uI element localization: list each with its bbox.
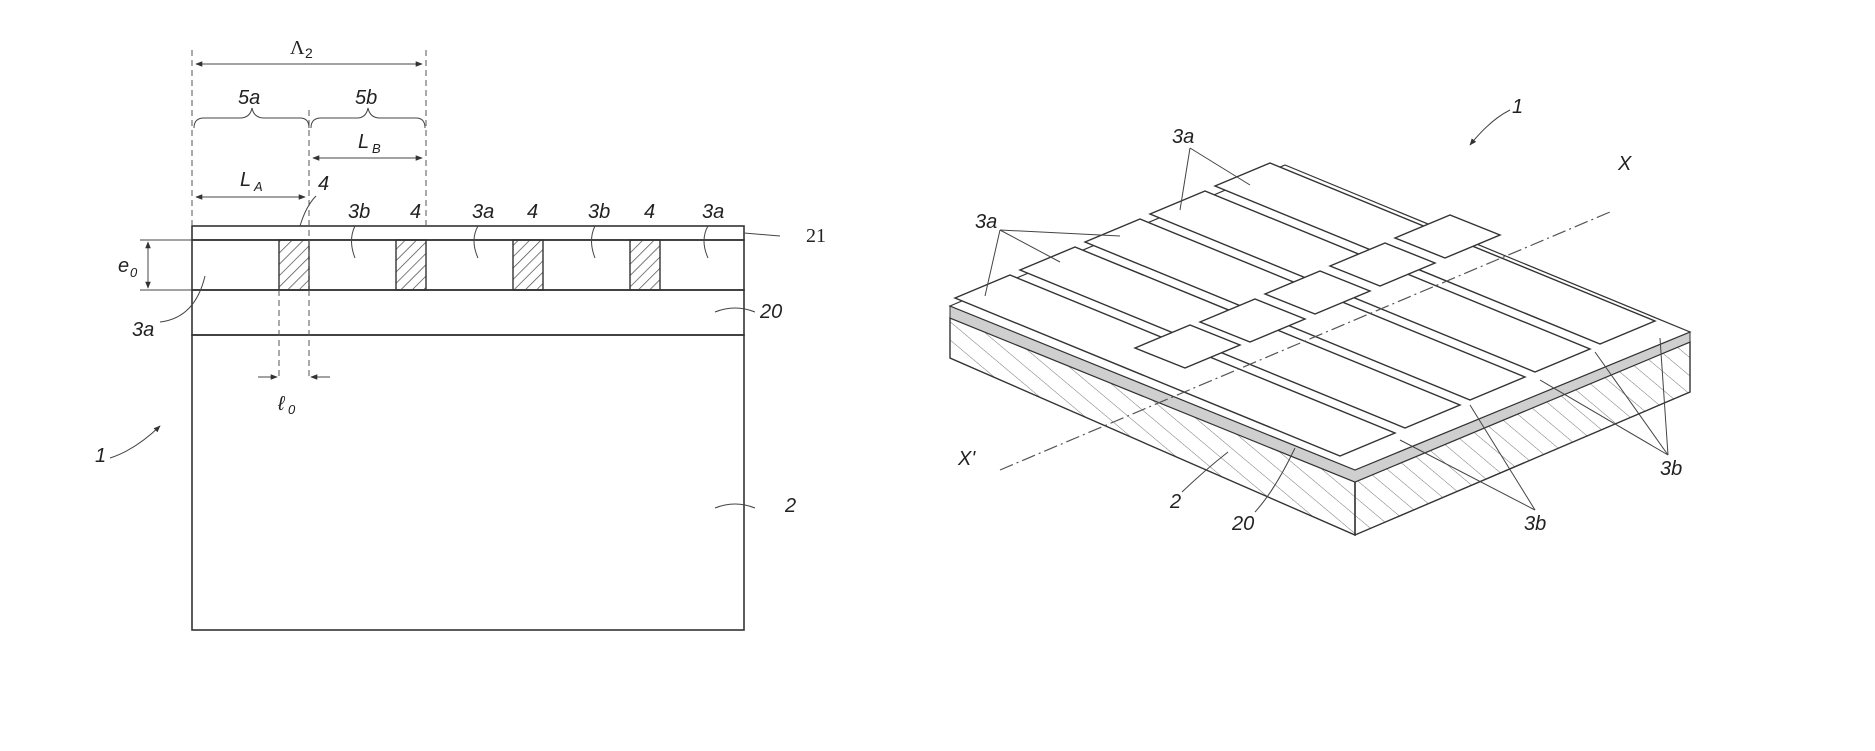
- e0-sub: 0: [130, 265, 138, 280]
- la-label: L: [240, 169, 251, 191]
- brace-5b: [311, 108, 425, 128]
- segment-5a-label: 5a: [238, 87, 260, 109]
- marker-4-label-a: 4: [318, 173, 329, 195]
- layer-20-band: [192, 290, 744, 335]
- strips-3a-left-label: 3a: [975, 211, 997, 233]
- right-perspective-view: X X' 1 3a 3a 3b 3b 2 20: [950, 96, 1690, 535]
- la-sub: A: [253, 179, 263, 194]
- device-1-label-right: 1: [1512, 96, 1523, 118]
- marker-4-a: [279, 240, 309, 290]
- left-cross-section: Λ 2 5a 5b L B L A e 0 ℓ 0 4 4 4 4 3b: [95, 37, 826, 630]
- strip-3a-label-left: 3a: [132, 319, 154, 341]
- lb-label: L: [358, 131, 369, 153]
- axis-x-prime-label: X': [957, 448, 976, 470]
- strips-3b-right-label: 3b: [1660, 458, 1682, 480]
- layer-21-label: 21: [806, 225, 826, 247]
- substrate-2-label-right: 2: [1169, 491, 1181, 513]
- marker-4-label-b: 4: [410, 201, 421, 223]
- strip-3b-label-c: 3b: [588, 201, 610, 223]
- segment-5b-label: 5b: [355, 87, 377, 109]
- strip-layer: [192, 240, 744, 290]
- marker-4-label-d: 4: [644, 201, 655, 223]
- substrate-2-label: 2: [784, 495, 796, 517]
- brace-5a: [194, 108, 309, 128]
- lb-sub: B: [372, 141, 381, 156]
- strips-3b-bottom-label: 3b: [1524, 513, 1546, 535]
- marker-4-c: [513, 240, 543, 290]
- axis-x-label: X: [1617, 153, 1632, 175]
- l0-label: ℓ: [277, 393, 286, 415]
- lambda2-label: Λ: [290, 37, 305, 59]
- layer-21-band: [192, 226, 744, 240]
- strip-3a-label-b: 3a: [472, 201, 494, 223]
- l0-sub: 0: [288, 402, 296, 417]
- marker-4-label-c: 4: [527, 201, 538, 223]
- layer-20-label-right: 20: [1231, 513, 1254, 535]
- strip-3b-label-a: 3b: [348, 201, 370, 223]
- strip-3a-label-d: 3a: [702, 201, 724, 223]
- e0-label: e: [118, 255, 129, 277]
- layer-20-label: 20: [759, 301, 782, 323]
- substrate-block: [192, 335, 744, 630]
- lambda2-sub: 2: [305, 45, 313, 61]
- device-1-label-left: 1: [95, 445, 106, 467]
- marker-4-b: [396, 240, 426, 290]
- strips-3a-top-label: 3a: [1172, 126, 1194, 148]
- marker-4-d: [630, 240, 660, 290]
